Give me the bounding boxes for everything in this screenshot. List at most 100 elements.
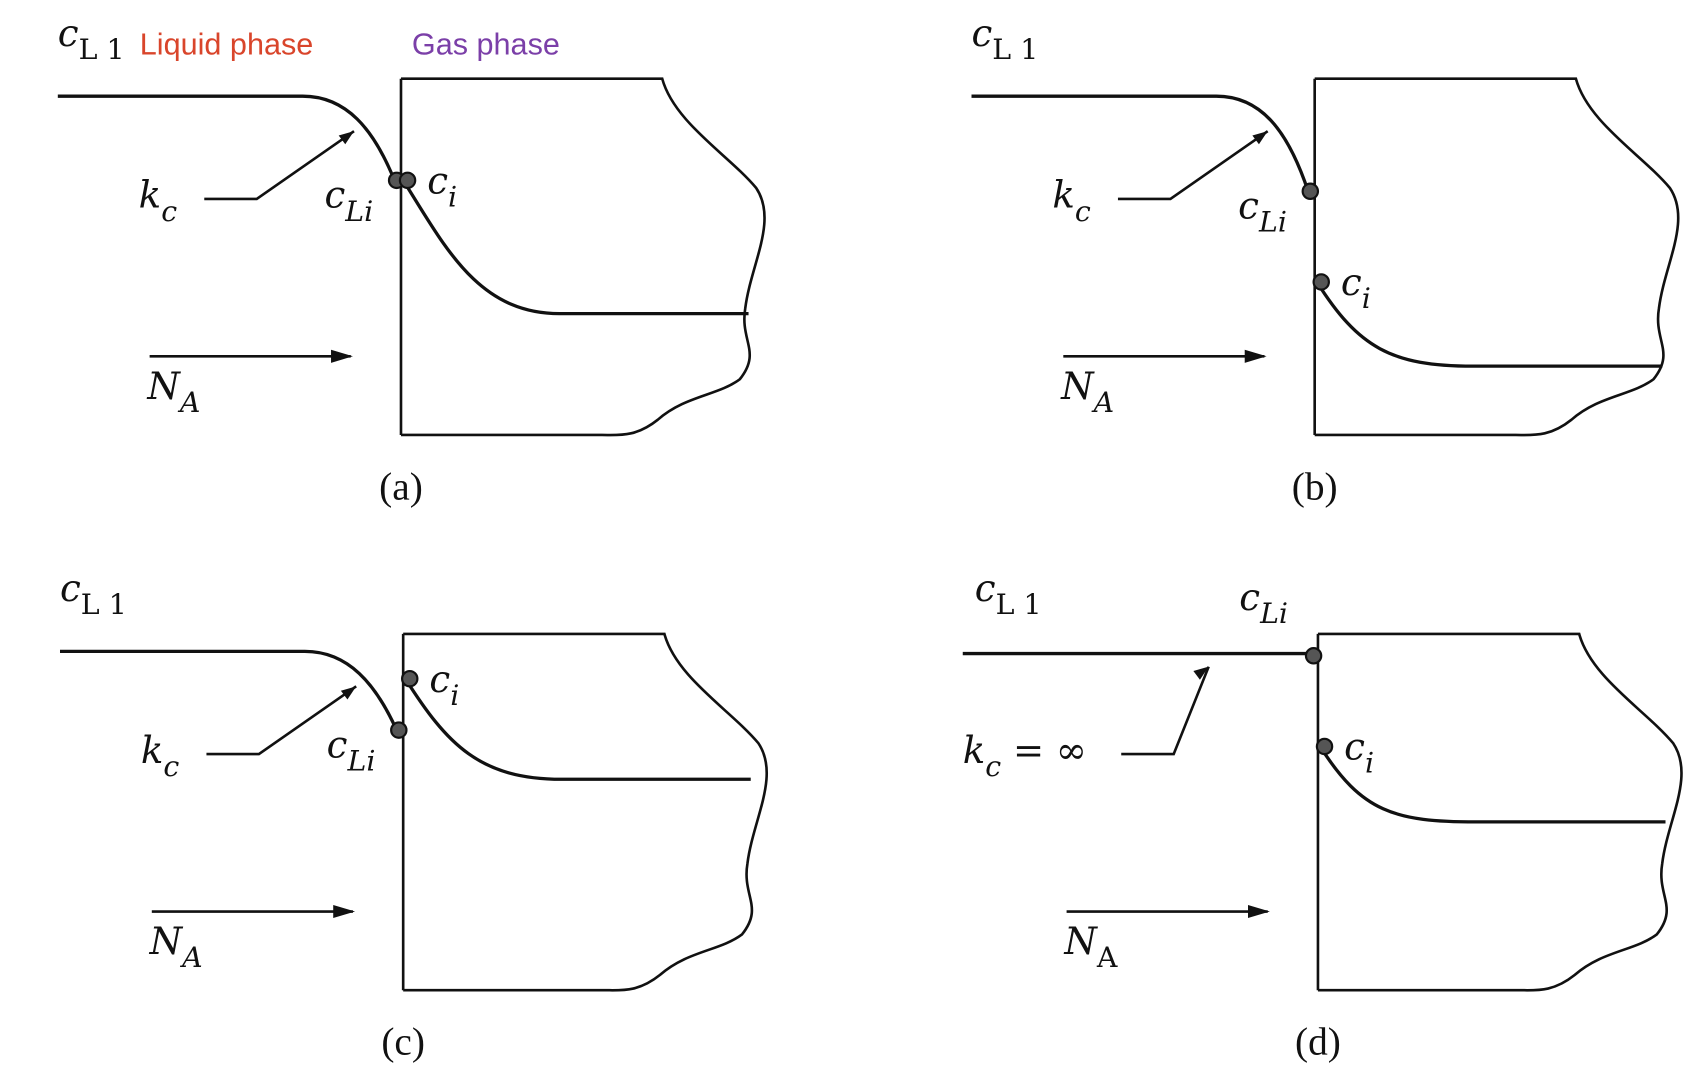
gas-concentration-profile [1318, 745, 1666, 824]
kc-label-subscript: c [1075, 195, 1091, 228]
NA-label-subscript: A [177, 386, 201, 419]
flux-arrowhead-icon [333, 904, 356, 919]
panel-caption: (b) [1292, 464, 1338, 508]
liquid-phase-label: Liquid phase [140, 28, 314, 62]
cL1-label-subscript: L 1 [992, 33, 1038, 66]
NA-label-subscript: A [179, 941, 203, 974]
NA-label: NA [146, 365, 200, 419]
ci-label: ci [427, 159, 457, 213]
ci-label: ci [1341, 261, 1371, 315]
cLi-point [1304, 647, 1323, 665]
cLi-label-base: c [1239, 576, 1260, 619]
gas-concentration-profile [403, 677, 751, 781]
ci-label-subscript: i [448, 181, 457, 214]
kc-label: kc [1052, 174, 1091, 228]
cLi-label: cLi [1239, 576, 1288, 630]
NA-label-base: N [1060, 365, 1095, 408]
kc-label-base: k [1052, 174, 1075, 217]
cL1-label-base: c [975, 567, 996, 610]
flux-arrowhead-icon [1248, 904, 1270, 919]
kc-label-base: k [139, 174, 162, 217]
kc-label-subscript: c [161, 195, 177, 228]
cL1-label-base: c [58, 12, 79, 55]
kc-label: kc = ∞ [963, 729, 1087, 783]
kc-leader-line [1117, 130, 1269, 201]
gas-phase-label: Gas phase [412, 28, 560, 62]
kc-label: kc [139, 174, 178, 228]
cL1-label: cL 1 [975, 567, 1042, 621]
cLi-label-subscript: Li [1258, 206, 1287, 239]
cLi-label-base: c [324, 174, 345, 217]
ci-label-base: c [429, 658, 450, 701]
flux-arrowhead-icon [331, 349, 353, 363]
NA-label-base: N [1063, 920, 1098, 963]
gas-film-boundary [1314, 77, 1680, 437]
cLi-point [390, 721, 408, 739]
cLi-label: cLi [1238, 185, 1287, 239]
cLi-point [1301, 182, 1320, 201]
cLi-label: cLi [327, 723, 376, 777]
cL1-label: cL 1 [972, 12, 1039, 66]
kc-leader-line [204, 130, 355, 201]
cL1-label: cL 1 [58, 12, 125, 66]
NA-label-base: N [149, 920, 184, 963]
cL1-label-base: c [60, 567, 81, 610]
kc-arrowhead-icon [338, 131, 354, 145]
ci-label: ci [429, 658, 459, 712]
kc-leader-line [1121, 666, 1210, 756]
kc-label: kc [141, 729, 180, 783]
panel-caption: (c) [381, 1020, 425, 1064]
gas-film-boundary [400, 77, 766, 437]
flux-arrowhead-icon [1244, 349, 1267, 363]
cLi-label: cLi [324, 174, 373, 228]
ci-point [400, 669, 419, 688]
NA-label-base: N [146, 365, 181, 408]
kc-infinity-suffix: = ∞ [1001, 729, 1087, 772]
cLi-label-base: c [327, 723, 348, 766]
gas-concentration-profile [401, 179, 749, 316]
kc-arrowhead-icon [1193, 666, 1209, 680]
liquid-concentration-profile [971, 94, 1310, 192]
liquid-concentration-profile [59, 649, 399, 731]
ci-label-subscript: i [450, 679, 459, 712]
ci-label: ci [1344, 726, 1374, 780]
cL1-label-subscript: L 1 [79, 33, 125, 66]
cLi-label-subscript: Li [346, 745, 375, 778]
ci-label-base: c [427, 159, 448, 202]
kc-label-subscript: c [163, 750, 179, 783]
NA-label-subscript: A [1096, 941, 1118, 974]
NA-label-subscript: A [1091, 386, 1115, 419]
gas-concentration-profile [1315, 281, 1663, 368]
cL1-label-subscript: L 1 [81, 588, 127, 621]
kc-label-base: k [963, 729, 986, 772]
ci-point [1312, 273, 1330, 291]
ci-label-base: c [1341, 261, 1362, 304]
panel-caption: (d) [1295, 1020, 1341, 1064]
kc-arrowhead-icon [340, 686, 357, 700]
NA-label: NA [1060, 365, 1114, 419]
NA-label: NA [149, 920, 203, 974]
panel-caption: (a) [379, 464, 423, 508]
kc-arrowhead-icon [1252, 131, 1268, 145]
gas-film-boundary [1317, 632, 1683, 992]
cLi-label-subscript: Li [1259, 597, 1288, 630]
gas-film-boundary [403, 632, 768, 992]
ci-label-base: c [1344, 726, 1365, 769]
ci-label-subscript: i [1365, 747, 1374, 780]
cLi-label-subscript: Li [344, 195, 373, 228]
liquid-concentration-profile [57, 94, 396, 181]
kc-label-base: k [141, 729, 164, 772]
kc-label-subscript: c [985, 750, 1001, 783]
cL1-label-subscript: L 1 [996, 588, 1042, 621]
ci-point [1315, 737, 1334, 756]
ci-label-subscript: i [1362, 282, 1371, 315]
cL1-label: cL 1 [60, 567, 127, 621]
kc-leader-line [206, 685, 357, 756]
ci-point [398, 171, 417, 190]
cLi-label-base: c [1238, 185, 1259, 228]
